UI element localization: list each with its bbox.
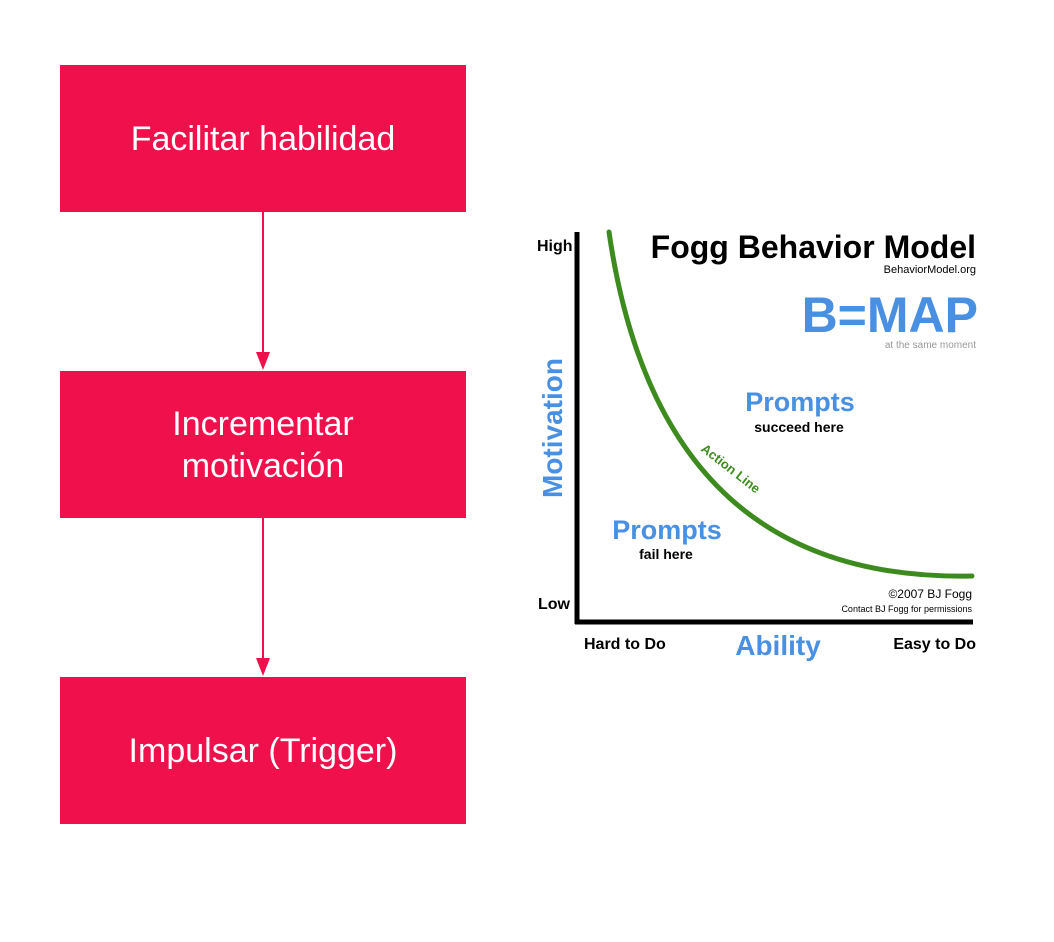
- flow-step-impulsar: Impulsar (Trigger): [60, 677, 466, 824]
- fogg-formula-note: at the same moment: [885, 340, 976, 351]
- flow-step-incrementar: Incrementar motivación: [60, 371, 466, 518]
- fogg-site: BehaviorModel.org: [884, 264, 976, 276]
- fogg-formula: B=MAP: [802, 287, 978, 343]
- flow-step-label: Facilitar habilidad: [130, 119, 396, 158]
- flow-step-label: Incrementar motivación: [172, 404, 354, 485]
- prompts-succeed-title: Prompts: [745, 387, 855, 417]
- flow-step-label: Impulsar (Trigger): [128, 731, 398, 770]
- prompts-fail-title: Prompts: [612, 515, 722, 545]
- y-axis-title: Motivation: [537, 358, 568, 498]
- action-line-label: Action Line: [698, 441, 763, 496]
- x-left-label: Hard to Do: [584, 636, 666, 653]
- prompts-succeed-sub: succeed here: [754, 419, 844, 435]
- fogg-title: Fogg Behavior Model: [651, 229, 976, 265]
- y-high-label: High: [537, 238, 573, 255]
- fogg-copyright: ©2007 BJ Fogg: [888, 587, 972, 601]
- action-line-curve: [606, 229, 975, 579]
- prompts-fail-sub: fail here: [639, 546, 693, 562]
- fogg-permissions: Contact BJ Fogg for permissions: [841, 604, 972, 614]
- y-low-label: Low: [538, 596, 571, 613]
- x-right-label: Easy to Do: [893, 636, 976, 653]
- x-axis-title: Ability: [735, 630, 821, 661]
- flow-step-facilitar: Facilitar habilidad: [60, 65, 466, 212]
